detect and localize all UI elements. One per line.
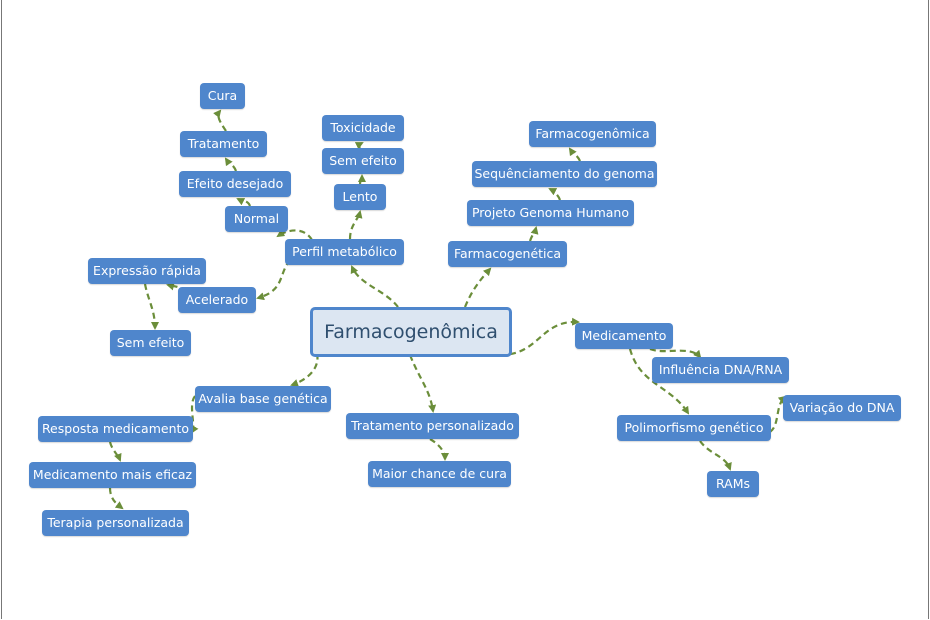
- edge-tratamento-cura: [213, 109, 227, 132]
- edge-eficaz-terapia: [108, 487, 124, 510]
- edge-lento-semefeito: [357, 174, 366, 185]
- edge-polimorfismo-variacao: [769, 395, 787, 433]
- node-perfil-metabolico[interactable]: Perfil metabólico: [285, 239, 404, 265]
- edge-farmacogenetica-projeto: [528, 226, 539, 242]
- node-influencia[interactable]: Influência DNA/RNA: [652, 357, 789, 383]
- edge-perfil-lento: [348, 210, 363, 240]
- node-maior-chance[interactable]: Maior chance de cura: [368, 461, 511, 487]
- edge-normal-efeito: [236, 197, 252, 207]
- edge-medicamento-influencia: [649, 347, 702, 359]
- edge-sequenciamento-farmaco: [568, 147, 582, 162]
- central-topic[interactable]: Farmacogenômica: [310, 307, 512, 357]
- node-rams[interactable]: RAMs: [707, 471, 759, 497]
- edge-perfil-acelerado: [256, 259, 291, 301]
- node-avalia-base[interactable]: Avalia base genética: [195, 386, 331, 412]
- node-projeto-genoma[interactable]: Projeto Genoma Humano: [467, 200, 634, 226]
- node-sem-efeito-top[interactable]: Sem efeito: [322, 148, 404, 174]
- node-expressao-rapida[interactable]: Expressão rápida: [88, 258, 206, 284]
- edge-perfil-normal: [276, 229, 313, 241]
- edge-polimorfismo-rams: [699, 440, 732, 471]
- node-sem-efeito-left[interactable]: Sem efeito: [110, 330, 191, 356]
- edge-tratpers-maior: [429, 438, 449, 461]
- edge-resposta-eficaz: [108, 441, 122, 462]
- node-tratamento[interactable]: Tratamento: [180, 131, 267, 157]
- edge-projeto-sequenciamento: [548, 188, 562, 201]
- edge-expressao-semefeito: [143, 283, 159, 330]
- node-lento[interactable]: Lento: [334, 184, 386, 210]
- edge-center-tratpers: [408, 354, 437, 413]
- node-terapia-personalizada[interactable]: Terapia personalizada: [42, 510, 189, 536]
- node-polimorfismo[interactable]: Polimorfismo genético: [617, 415, 771, 441]
- node-medicamento[interactable]: Medicamento: [575, 323, 673, 349]
- edge-efeito-tratamento: [224, 157, 238, 172]
- node-farmacogenetica[interactable]: Farmacogenética: [448, 241, 567, 267]
- edge-semefeito-toxicidade: [354, 142, 364, 150]
- node-sequenciamento[interactable]: Sequênciamento do genoma: [472, 161, 657, 187]
- node-medicamento-mais-eficaz[interactable]: Medicamento mais eficaz: [29, 462, 196, 488]
- node-cura[interactable]: Cura: [200, 83, 245, 109]
- node-farmacogenomica[interactable]: Farmacogenômica: [529, 121, 656, 147]
- node-toxicidade[interactable]: Toxicidade: [322, 115, 404, 141]
- node-resposta-medicamento[interactable]: Resposta medicamento: [38, 416, 193, 442]
- edge-center-farmacogenetica: [463, 267, 492, 308]
- node-tratamento-personalizado[interactable]: Tratamento personalizado: [346, 413, 519, 439]
- node-efeito-desejado[interactable]: Efeito desejado: [179, 171, 291, 197]
- edge-medicamento-polimorfismo: [628, 348, 690, 415]
- node-normal[interactable]: Normal: [225, 206, 288, 232]
- node-acelerado[interactable]: Acelerado: [178, 287, 256, 313]
- node-variacao-dna[interactable]: Variação do DNA: [783, 395, 901, 421]
- edge-center-perfil: [350, 265, 399, 308]
